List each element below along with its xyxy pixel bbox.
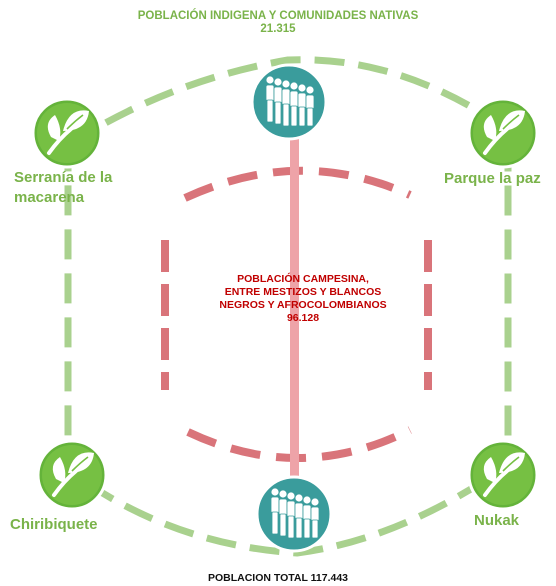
rural-population-line3: NEGROS Y AFROCOLOMBIANOS: [219, 299, 387, 311]
place-label-chiribiquete: Chiribiquete: [10, 516, 98, 533]
leaf-icon-bottom-right: [467, 439, 539, 511]
inner-red-dashed-bottom: [186, 426, 412, 462]
place-label-serrania: Serranía de la macarena: [14, 168, 112, 208]
place-label-nukak: Nukak: [474, 512, 520, 529]
people-group-icon-top: [250, 63, 328, 141]
place-label-serrania-line1: Serranía de la: [14, 169, 113, 186]
leaf-icon-top-right: [467, 97, 539, 169]
people-group-icon-bottom: [255, 475, 333, 553]
rural-population-label: POBLACIÓN CAMPESINA, ENTRE MESTIZOS Y BL…: [178, 273, 428, 325]
rural-population-line2: ENTRE MESTIZOS Y BLANCOS: [224, 286, 382, 298]
total-population: POBLACION TOTAL 117.443: [207, 572, 349, 584]
place-label-serrania-line2: macarena: [14, 189, 85, 206]
rural-population-line1: POBLACIÓN CAMPESINA,: [237, 273, 369, 285]
indigenous-population-value: 21.315: [260, 23, 296, 35]
place-label-parque-la-paz: Parque la paz: [444, 170, 541, 187]
leaf-icon-top-left: [31, 97, 103, 169]
rural-population-value: 96.128: [286, 312, 320, 324]
indigenous-population-title: POBLACIÓN INDIGENA Y COMUNIDADES NATIVAS: [137, 10, 419, 22]
vertical-connector-line: [290, 135, 299, 490]
leaf-icon-bottom-left: [36, 439, 108, 511]
